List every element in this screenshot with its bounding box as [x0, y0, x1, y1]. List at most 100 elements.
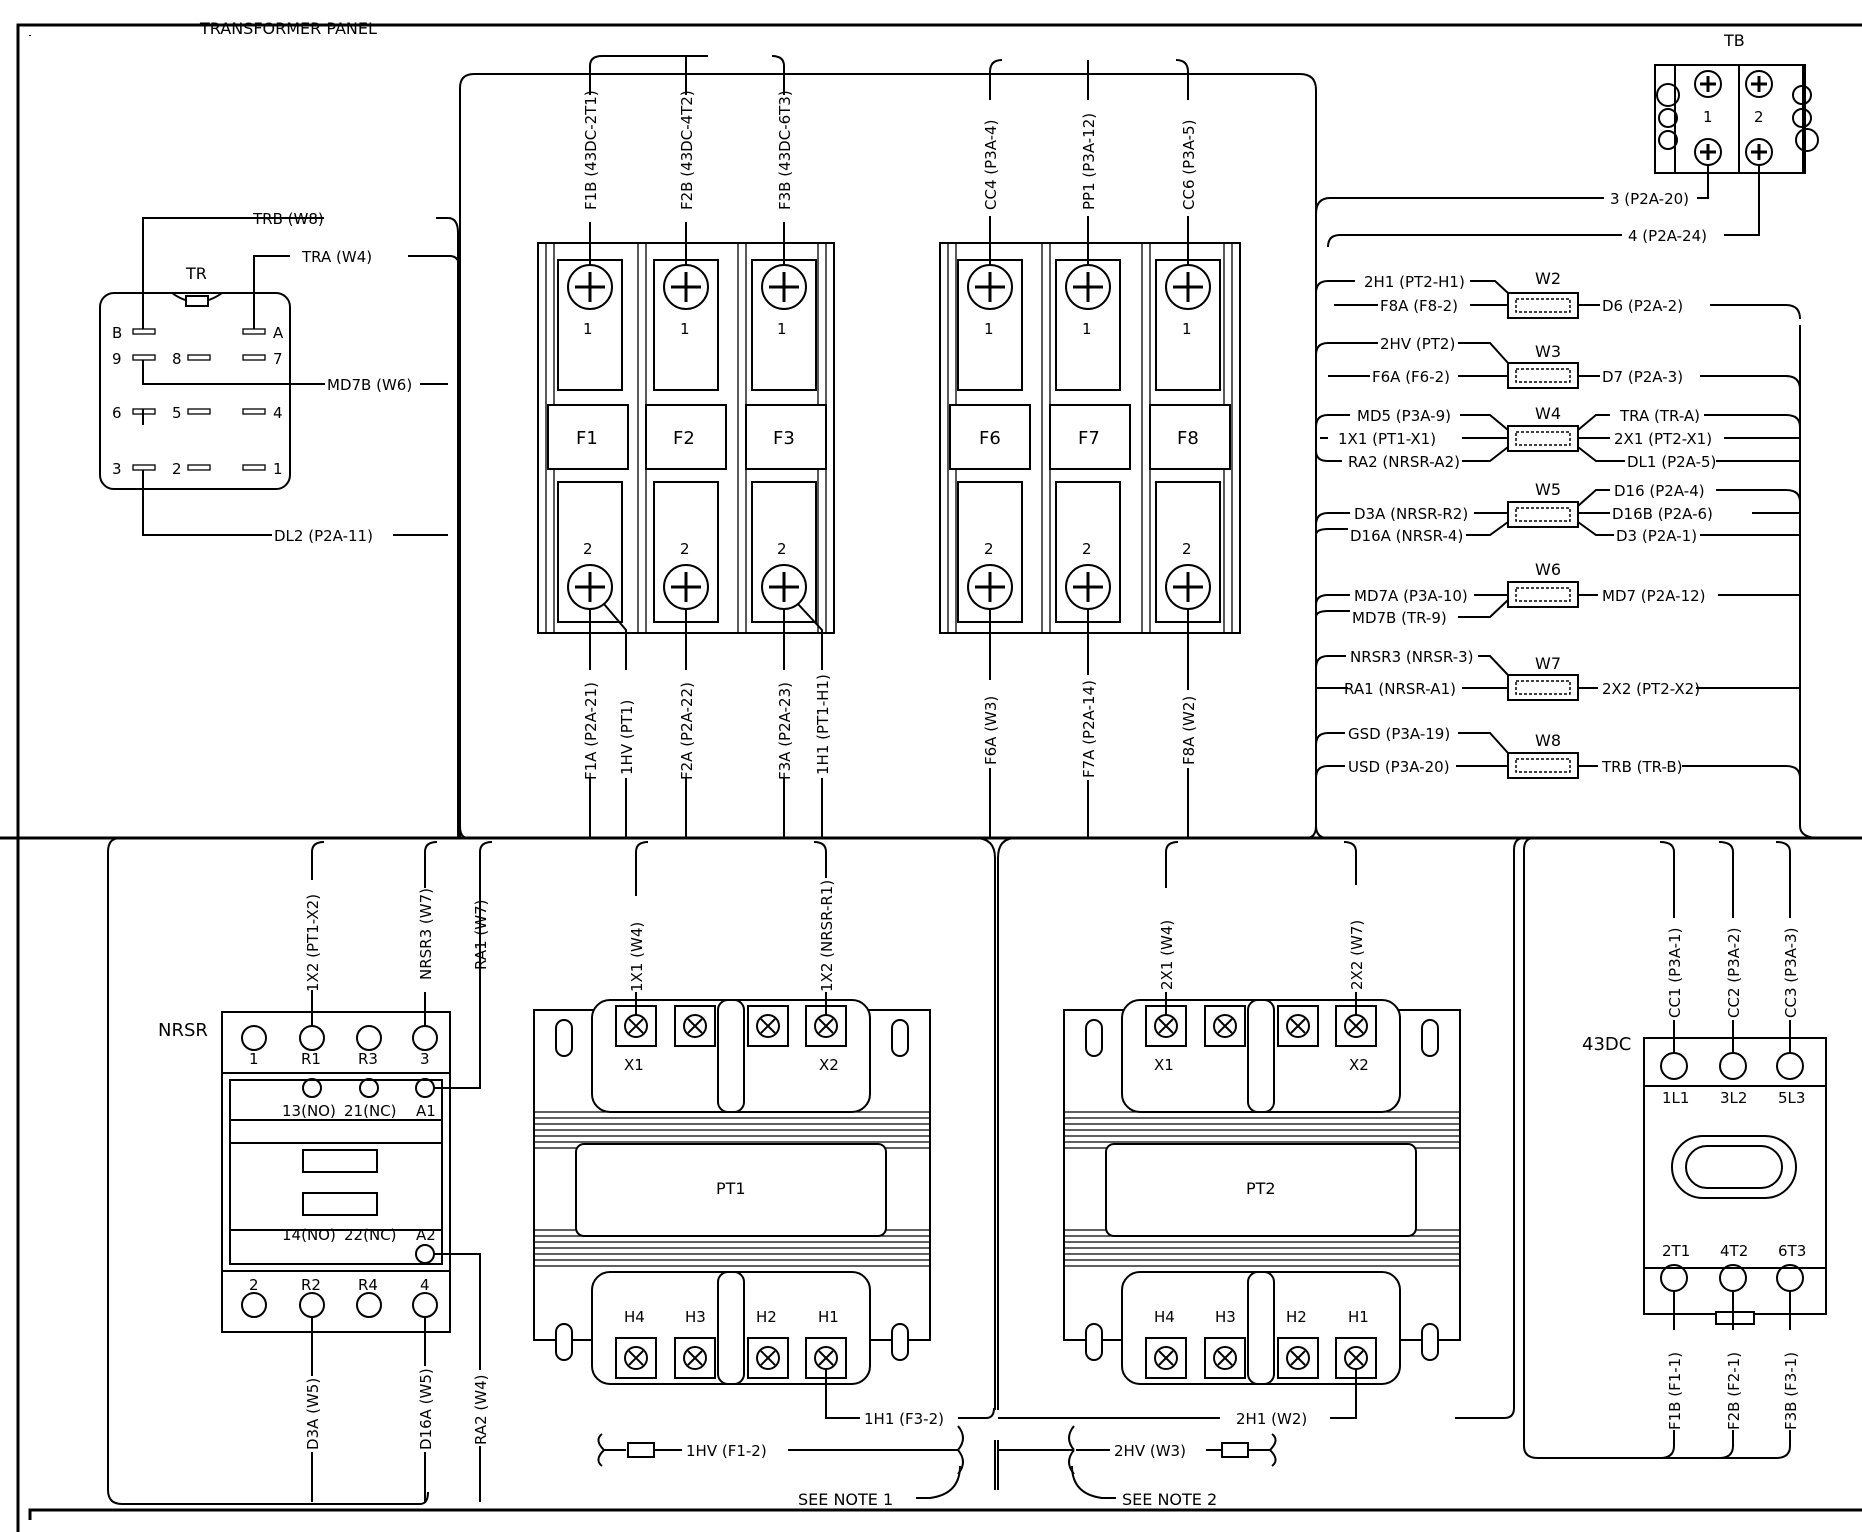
splice-w4-name: W4	[1535, 404, 1561, 423]
splice-w2-left-1: 2H1 (PT2-H1)	[1364, 273, 1465, 291]
pt1-wire-1h1: 1H1 (F3-2)	[864, 1410, 944, 1428]
tb-term-2: 2	[1754, 108, 1764, 126]
fuse-f3-1h1-wire: 1H1 (PT1-H1)	[814, 674, 832, 775]
tr-pin-a: A	[273, 324, 284, 342]
nrsr-term-2: 2	[249, 1276, 259, 1294]
drawing-frame	[0, 23, 1862, 1532]
nrsr-aux-a2: A2	[416, 1226, 436, 1244]
dc43-wire-f2b: F2B (F2-1)	[1725, 1352, 1743, 1430]
pt2-wire-2x2: 2X2 (W7)	[1348, 920, 1366, 990]
dc43-wire-cc2: CC2 (P3A-2)	[1725, 928, 1743, 1018]
splice-w5-right-3: D3 (P2A-1)	[1616, 527, 1697, 545]
dc43-wire-cc1: CC1 (P3A-1)	[1666, 928, 1684, 1018]
fuse-f1-1hv-wire: 1HV (PT1)	[618, 700, 636, 775]
nrsr-wire-d16a: D16A (W5)	[417, 1368, 435, 1450]
fuse-f7-term-2: 2	[1082, 540, 1092, 558]
nrsr-term-r1: R1	[301, 1050, 321, 1068]
dc43-title: 43DC	[1582, 1034, 1631, 1055]
splice-w6-left-2: MD7B (TR-9)	[1352, 609, 1447, 627]
splice-w5-left-1: D3A (NRSR-R2)	[1354, 505, 1468, 523]
splice-w2-left-2: F8A (F8-2)	[1380, 297, 1458, 315]
fuse-f6-bottom-wire: F6A (W3)	[982, 696, 1000, 765]
splice-w4-right-1: TRA (TR-A)	[1619, 407, 1700, 425]
splice-w5-left-2: D16A (NRSR-4)	[1350, 527, 1463, 545]
fuse-f1-bottom-wire: F1A (P2A-21)	[582, 682, 600, 780]
pt2-term-h1: H1	[1348, 1308, 1369, 1326]
tr-pin-4: 4	[273, 404, 283, 422]
pt1-transformer: PT1 X1 X2 H4 H3 H2 H1 1X1 (W4) 1X2 (NRSR…	[533, 841, 995, 1509]
fuse-f1-term-1: 1	[583, 320, 593, 338]
nrsr-wire-1x2: 1X2 (PT1-X2)	[304, 894, 322, 992]
tr-wire-trb: TRB (W8)	[252, 210, 324, 228]
tr-pin-2: 2	[172, 460, 182, 478]
splice-w6-right-1: MD7 (P2A-12)	[1602, 587, 1706, 605]
dc43-wire-f3b: F3B (F3-1)	[1782, 1352, 1800, 1430]
dc43-term-6t3: 6T3	[1778, 1242, 1806, 1260]
tr-relay: TR B A 9 8 7 6 5 4 3 2 1 TRB (W8) TRA (W…	[99, 210, 461, 838]
nrsr-wire-nrsr3: NRSR3 (W7)	[417, 888, 435, 980]
fuse-f8-term-2: 2	[1182, 540, 1192, 558]
splice-w4: W4 MD5 (P3A-9) 1X1 (PT1-X1) RA2 (NRSR-A2…	[1315, 404, 1801, 471]
splice-w5-name: W5	[1535, 480, 1561, 499]
pt2-transformer: PT2 X1 X2 H4 H3 H2 H1 2X1 (W4) 2X2 (W7) …	[997, 837, 1525, 1509]
fuse-f2-term-2: 2	[680, 540, 690, 558]
fuse-f8-label: F8	[1177, 428, 1199, 449]
splice-w7-left-1: NRSR3 (NRSR-3)	[1350, 648, 1474, 666]
pt2-wire-2hv: 2HV (W3)	[1114, 1442, 1186, 1460]
splice-w8: W8 GSD (P3A-19) USD (P3A-20) TRB (TR-B)	[1315, 725, 1801, 826]
pt2-term-h4: H4	[1154, 1308, 1175, 1326]
fuse-f3-term-1: 1	[777, 320, 787, 338]
fuse-f6-top-wire: CC4 (P3A-4)	[982, 120, 1000, 210]
splice-w8-left-1: GSD (P3A-19)	[1348, 725, 1450, 743]
pt2-wire-2h1: 2H1 (W2)	[1236, 1410, 1307, 1428]
splice-w7-left-2: RA1 (NRSR-A1)	[1344, 680, 1456, 698]
fuse-f2-top-wire: F2B (43DC-4T2)	[678, 90, 696, 210]
splice-w7: W7 NRSR3 (NRSR-3) RA1 (NRSR-A1) 2X2 (PT2…	[1315, 648, 1800, 701]
splice-w4-left-2: 1X1 (PT1-X1)	[1338, 430, 1436, 448]
tb-terminal-block: TB 1 2 3 (P2A-20) 4 (P2A-24)	[1315, 31, 1819, 839]
fuse-f6-term-1: 1	[984, 320, 994, 338]
fuse-f8-term-1: 1	[1182, 320, 1192, 338]
splice-w6-left-1: MD7A (P3A-10)	[1354, 587, 1468, 605]
splice-w4-right-3: DL1 (P2A-5)	[1627, 453, 1716, 471]
fuse-f6-label: F6	[979, 428, 1001, 449]
splice-w4-left-1: MD5 (P3A-9)	[1357, 407, 1451, 425]
tr-pin-7: 7	[273, 350, 283, 368]
tb-title: TB	[1723, 31, 1745, 50]
panel-title: TRANSFORMER PANEL	[199, 19, 377, 38]
splice-w7-right-1: 2X2 (PT2-X2)	[1602, 680, 1700, 698]
nrsr-wire-ra1: RA1 (W7)	[472, 900, 490, 970]
tb-wire-3: 3 (P2A-20)	[1610, 190, 1689, 208]
splice-w6: W6 MD7A (P3A-10) MD7B (TR-9) MD7 (P2A-12…	[1315, 560, 1800, 627]
tb-term-1: 1	[1703, 108, 1713, 126]
splice-w3-name: W3	[1535, 342, 1561, 361]
tb-wire-4: 4 (P2A-24)	[1628, 227, 1707, 245]
nrsr-aux-14: 14(NO)	[282, 1226, 336, 1244]
tr-wire-tra: TRA (W4)	[301, 248, 372, 266]
splice-w4-left-3: RA2 (NRSR-A2)	[1348, 453, 1460, 471]
nrsr-term-4: 4	[420, 1276, 430, 1294]
pt2-term-x1: X1	[1154, 1056, 1174, 1074]
fuse-f1-label: F1	[576, 428, 598, 449]
tr-pin-3: 3	[112, 460, 122, 478]
fuse-f7-term-1: 1	[1082, 320, 1092, 338]
nrsr-term-r4: R4	[358, 1276, 378, 1294]
pt2-term-x2: X2	[1349, 1056, 1369, 1074]
pt1-term-x2: X2	[819, 1056, 839, 1074]
pt1-note: SEE NOTE 1	[798, 1490, 893, 1509]
dc43-term-5l3: 5L3	[1778, 1089, 1805, 1107]
pt1-wire-1hv: 1HV (F1-2)	[686, 1442, 767, 1460]
fuse-block-a: F1 F2 F3 1 1 1 2 2 2 F1B (43DC-2T1) F2B …	[459, 55, 1317, 839]
pt2-wire-2x1: 2X1 (W4)	[1158, 920, 1176, 990]
splice-w2-name: W2	[1535, 269, 1561, 288]
dc43-term-1l1: 1L1	[1662, 1089, 1689, 1107]
splice-w6-name: W6	[1535, 560, 1561, 579]
nrsr-term-r3: R3	[358, 1050, 378, 1068]
dc43-term-3l2: 3L2	[1720, 1089, 1747, 1107]
nrsr-term-1: 1	[249, 1050, 259, 1068]
fuse-f1-top-wire: F1B (43DC-2T1)	[582, 90, 600, 210]
pt2-note: SEE NOTE 2	[1122, 1490, 1217, 1509]
splice-w3-right-1: D7 (P2A-3)	[1602, 368, 1683, 386]
fuse-f2-bottom-wire: F2A (P2A-22)	[678, 682, 696, 780]
fuse-f3-term-2: 2	[777, 540, 787, 558]
